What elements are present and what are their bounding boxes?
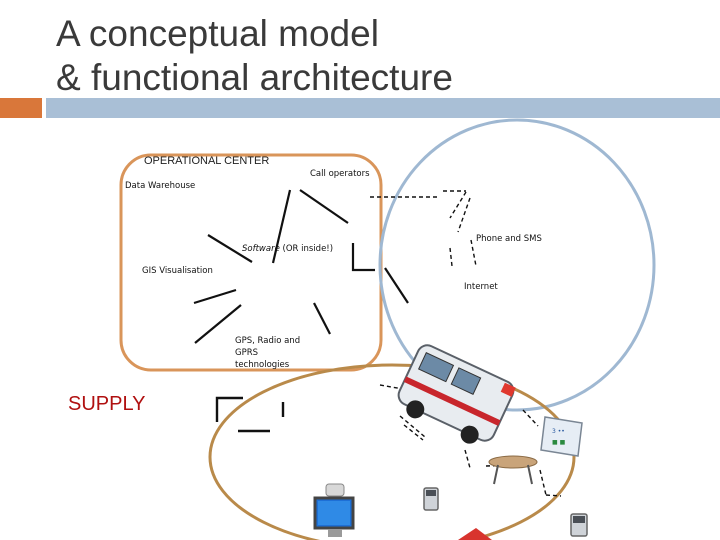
software-rest: (OR inside!) — [280, 244, 333, 254]
gps-line3: technologies — [235, 359, 300, 371]
gps-line1: GPS, Radio and — [235, 335, 300, 347]
connector-lines — [194, 190, 408, 343]
software-label: Software (OR inside!) — [242, 244, 333, 254]
phone-icon — [571, 514, 587, 536]
supply-ellipse — [210, 365, 574, 540]
phone-sms-label: Phone and SMS — [476, 234, 542, 244]
supply-label: SUPPLY — [68, 393, 145, 416]
ambulance-icon — [392, 342, 517, 452]
call-operators-label: Call operators — [310, 169, 370, 179]
supply-strokes — [217, 398, 283, 431]
operational-center-label: OPERATIONAL CENTER — [144, 155, 269, 167]
screen-icon: 3 •• ■ ■ — [541, 417, 582, 456]
svg-text:3 ••: 3 •• — [552, 428, 565, 435]
gis-visualisation-label: GIS Visualisation — [142, 266, 213, 276]
svg-text:■ ■: ■ ■ — [552, 439, 566, 446]
monitor-icon — [315, 484, 353, 537]
software-italic: Software — [242, 244, 280, 254]
gps-label: GPS, Radio and GPRS technologies — [235, 335, 300, 371]
gps-line2: GPRS — [235, 347, 300, 359]
internet-label: Internet — [464, 282, 498, 292]
data-warehouse-label: Data Warehouse — [125, 181, 195, 191]
table-icon — [489, 456, 537, 484]
phone-icon — [424, 488, 438, 510]
